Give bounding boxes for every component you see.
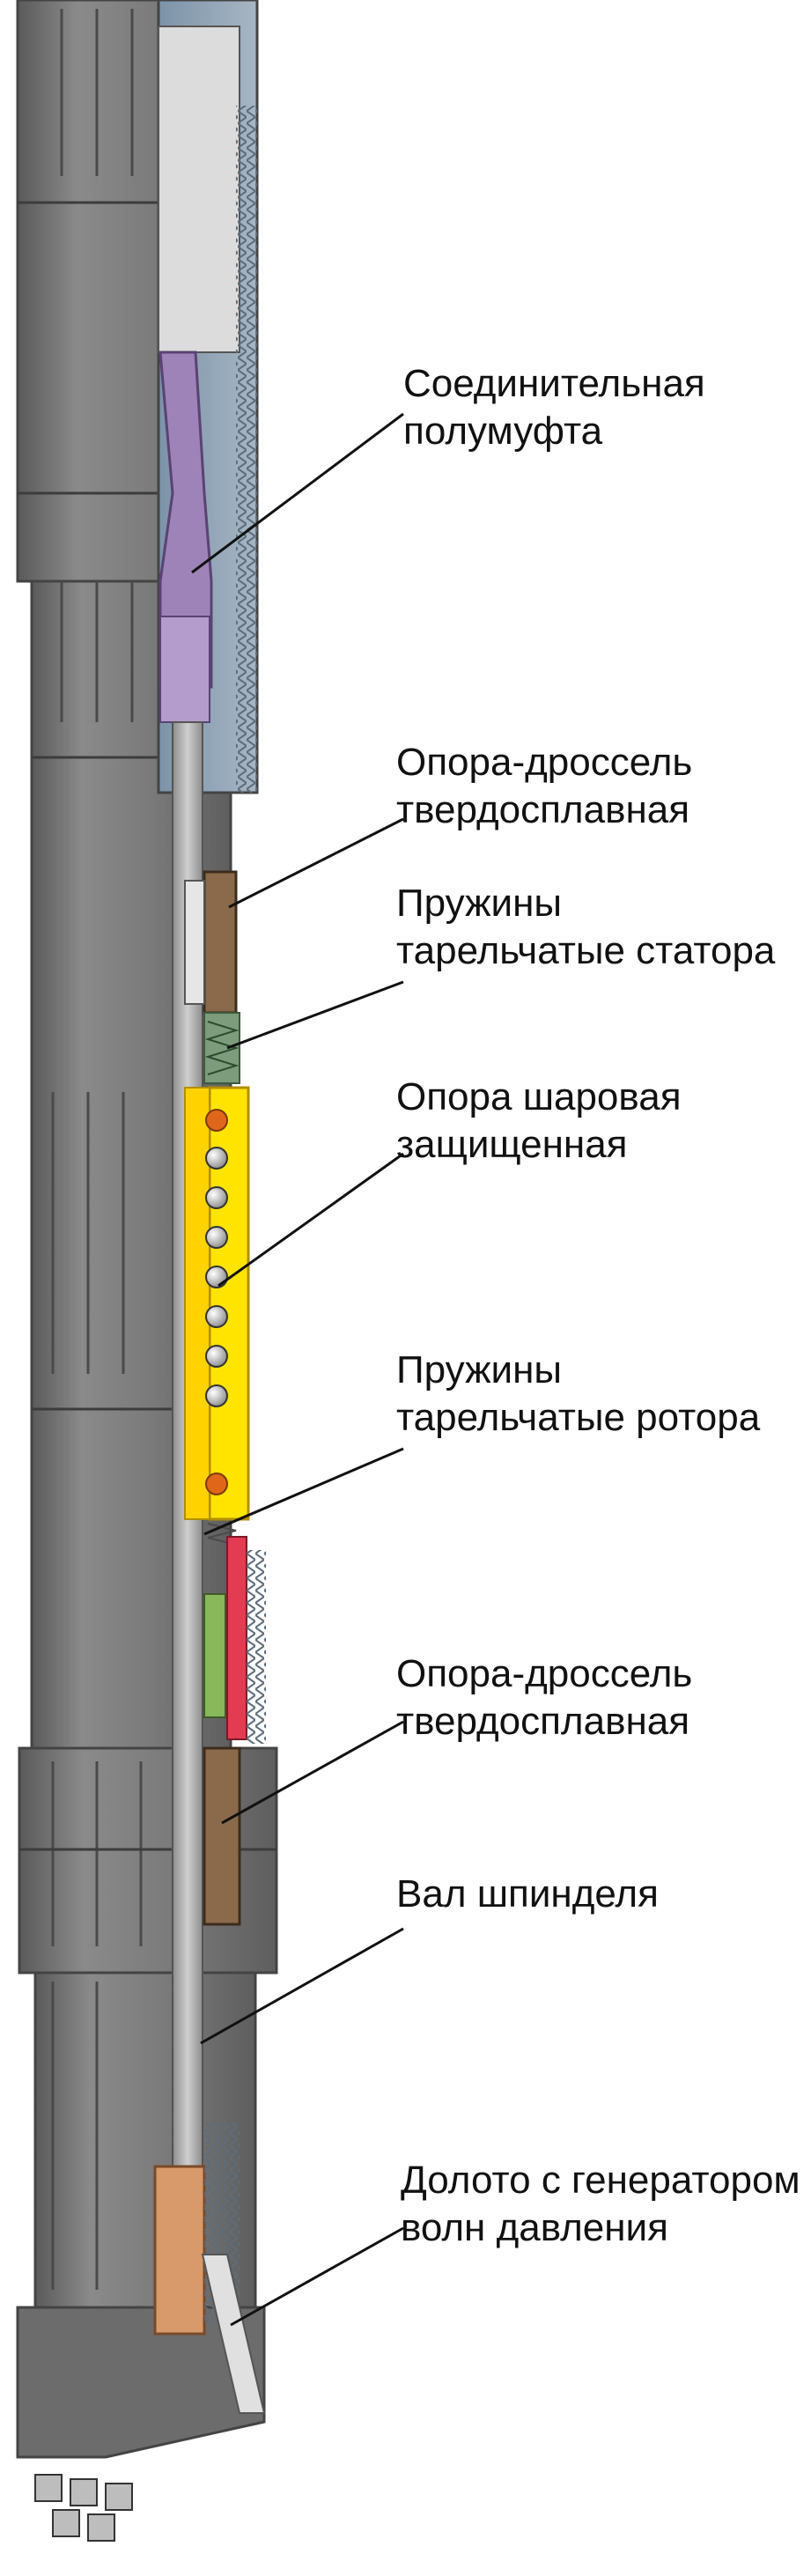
upper-throttle-insert [184,880,205,1005]
top-bore [158,26,240,353]
leader-lines [191,412,404,2327]
label-springs-stator: Пружины тарельчатые статора [396,882,776,972]
leader-springs-stator [226,980,404,1050]
leader-ball-bearing [217,1152,404,1288]
leader-springs-rotor [203,1447,404,1536]
label-ball-bearing: Опора шаровая защищенная [396,1075,692,1166]
label-throttle-top: Опора-дроссель твердосплавная [396,741,704,831]
leader-throttle-top [228,817,404,909]
lower-throttle-ring [203,1746,241,1926]
pressure-wave-generator [153,2165,206,2336]
bit-cutters [34,2474,133,2542]
upper-throttle-ring [203,870,238,1015]
red-sleeve [226,1536,247,1740]
label-bit: Долото с генератором волн давления [401,2159,811,2249]
label-springs-rotor: Пружины тарельчатые ротора [396,1348,761,1439]
green-ring [203,1593,226,1718]
coupling-half [159,351,213,689]
housing-grooves [51,9,143,2290]
thread-mid [247,1550,266,1744]
cutaway-section [153,0,266,2414]
label-coupling: Соединительная полумуфта [403,362,716,453]
labels: Соединительная полумуфта Опора-дроссель … [396,362,811,2249]
leader-shaft [200,1927,404,2045]
label-throttle-bottom: Опора-дроссель твердосплавная [396,1652,704,1743]
label-shaft: Вал шпинделя [396,1872,659,1915]
bit-channel [201,2254,266,2414]
leader-throttle-bottom [221,1720,404,1825]
thread-top [236,106,257,793]
coupling-lower [159,616,210,723]
bearing-balls [205,1109,228,1495]
leader-bit [230,2226,404,2327]
leader-coupling [191,412,404,574]
